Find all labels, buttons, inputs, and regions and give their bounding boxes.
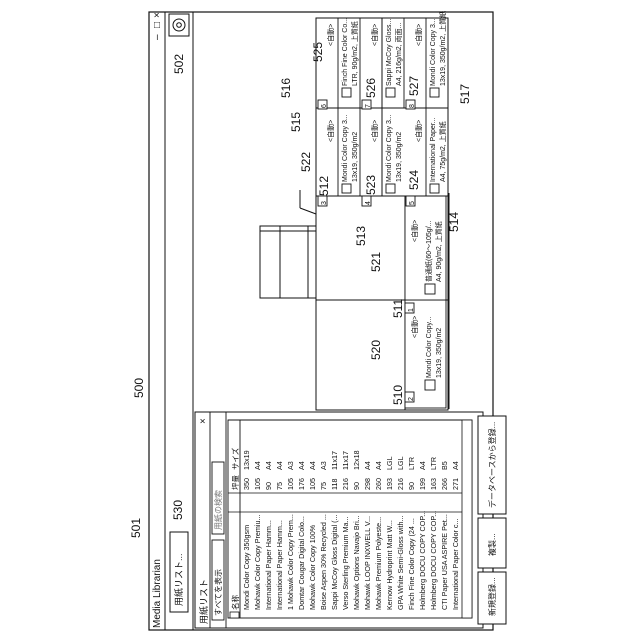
tray-paper-spec: A4, 216g/m2, 両面... [394,23,406,86]
ref-512: 512 [318,176,330,196]
ref-527: 527 [408,76,420,96]
ref-530: 530 [172,500,184,520]
ref-501: 501 [130,518,142,538]
tray-paper-spec: 13x19, 350g/m2 [350,132,362,182]
ref-515: 515 [290,112,302,132]
tray-number: 5 [407,201,419,205]
tray-number: 3 [319,201,331,205]
maximize-button[interactable]: □ [152,22,164,28]
tray-auto-flag: <自動> [370,24,382,46]
search-placeholder: 用紙の検索 [213,490,225,530]
tray-number: 8 [407,104,419,108]
tray-number: 6 [319,104,331,108]
tray-auto-flag: <自動> [410,316,422,338]
ref-511: 511 [392,299,404,318]
ref-524: 524 [408,170,420,190]
ref-520: 520 [370,340,382,360]
settings-button[interactable] [169,14,189,36]
ref-523: 523 [365,175,377,195]
table-cell[interactable]: International Paper Color c... [450,519,462,611]
ref-514: 514 [448,212,460,232]
tray-paper-spec: 13x19, 350g/m2 [394,132,406,182]
ref-522: 522 [300,152,312,172]
table-scrollbar[interactable] [462,420,472,618]
tray-paper-spec: A4, 75g/m2, 上質紙 [438,121,450,182]
minimize-button[interactable]: – [152,34,164,40]
ref-513: 513 [355,226,367,246]
ref-526: 526 [365,78,377,98]
ref-525: 525 [312,42,324,62]
tray-auto-flag: <自動> [326,24,338,46]
table-cell: 271 [450,478,462,490]
tray-auto-flag: <自動> [326,120,338,142]
tray-auto-flag: <自動> [414,120,426,142]
toolbar-field-text: 用紙リスト... [173,553,185,606]
ref-500: 500 [133,378,145,398]
ref-521: 521 [370,252,382,272]
tray-number: 2 [406,397,418,401]
tray-auto-flag: <自動> [414,24,426,46]
tray-paper-spec: 13x19, 350g/m2, 上質紙 [438,11,450,86]
panel-close[interactable]: × [198,418,210,424]
tray-number: 1 [406,308,418,312]
close-button[interactable]: × [152,12,164,18]
tray-paper-spec: LTR, 90g/m2, 上質紙 [350,21,362,86]
new-button-label: 新規登録... [487,577,499,616]
db-button-label: データベースから登録... [487,422,499,508]
tray-number: 7 [363,104,375,108]
tray-auto-flag: <自動> [410,220,422,242]
copy-button-label: 複製... [487,533,499,556]
filter-select-text: すべてを表示 [213,569,225,616]
ref-502: 502 [173,54,185,74]
tray-paper-spec: 13x19, 350g/m2 [434,328,446,378]
ref-516: 516 [280,78,292,98]
ref-517: 517 [459,84,471,104]
panel-title: 用紙リスト [198,579,210,624]
window-title: Media Librarian [152,559,164,628]
tray-auto-flag: <自動> [370,120,382,142]
ref-510: 510 [392,385,404,405]
tray-paper-spec: A4, 90g/m2, 上質紙 [434,221,446,282]
tray-number: 4 [363,201,375,205]
table-cell: A4 [450,461,462,470]
